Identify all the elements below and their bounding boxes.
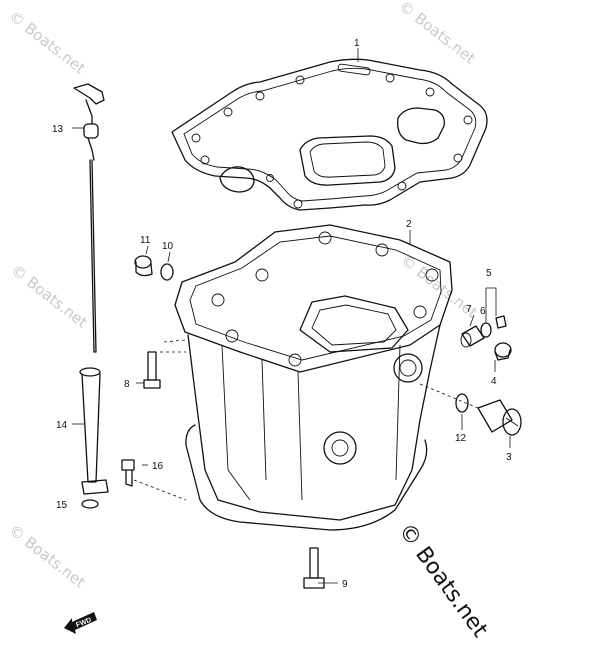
part-gasket [171, 58, 488, 211]
part-oil-pan [174, 224, 453, 531]
callout-11: 11 [140, 235, 151, 246]
callout-16: 16 [152, 461, 164, 472]
watermark-top-right: © Boats.net [396, 0, 479, 68]
part-plug-11 [134, 255, 153, 277]
callout-4: 4 [491, 376, 497, 387]
callout-8: 8 [124, 379, 130, 390]
watermarks: © Boats.net © Boats.net © Boats.net © Bo… [6, 0, 481, 592]
callout-9: 9 [342, 579, 348, 590]
callout-12: 12 [455, 433, 467, 444]
part-bolt-8 [143, 339, 187, 389]
part-dipstick [73, 83, 105, 353]
part-o-ring-15 [81, 499, 99, 509]
callout-15: 15 [56, 500, 68, 511]
part-screw-5 [495, 315, 507, 329]
part-bolt-16 [121, 459, 187, 501]
part-dipstick-tube [79, 367, 109, 495]
callout-7: 7 [466, 304, 472, 315]
watermark-top-left: © Boats.net [6, 7, 89, 78]
callout-6: 6 [480, 306, 486, 317]
callout-14: 14 [56, 420, 68, 431]
part-o-ring-6 [480, 322, 492, 338]
part-drain-plug-3 [419, 383, 522, 436]
forward-arrow-icon: FWD [64, 612, 97, 634]
brand-watermark: © Boats.net [393, 519, 492, 643]
callout-5: 5 [486, 268, 492, 279]
callout-2: 2 [406, 219, 412, 230]
callout-numbers: 1 2 3 4 5 6 7 8 9 10 11 12 13 14 15 16 [52, 38, 512, 590]
part-o-ring-12 [455, 393, 469, 413]
callout-1: 1 [354, 38, 360, 49]
watermark-bottom-left: © Boats.net [6, 521, 89, 592]
leader-lines [72, 48, 511, 584]
part-washer-10 [160, 263, 174, 281]
callout-3: 3 [506, 452, 512, 463]
fwd-label: FWD [75, 617, 92, 629]
watermark-mid-left: © Boats.net [8, 261, 91, 332]
part-cap-4 [494, 342, 512, 361]
part-fitting-7 [460, 325, 485, 348]
callout-10: 10 [162, 241, 174, 252]
part-bolt-9 [303, 547, 325, 589]
callout-13: 13 [52, 124, 64, 135]
